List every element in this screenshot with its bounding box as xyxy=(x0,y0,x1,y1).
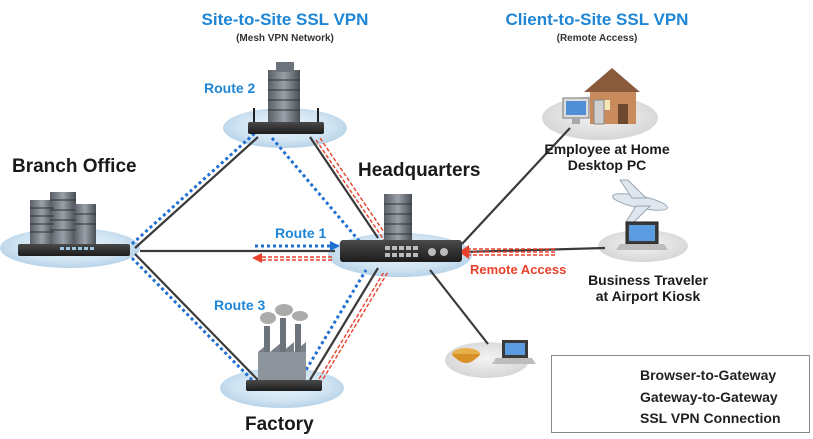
home-laptop-icon xyxy=(492,340,536,364)
browser-to-gateway-lines xyxy=(262,137,555,385)
traveler-label: Business Traveler at Airport Kiosk xyxy=(573,272,723,304)
route2-gateway-device xyxy=(248,122,324,134)
ssl-vpn-connection-lines xyxy=(134,127,606,381)
legend-label-browser: Browser-to-Gateway xyxy=(640,367,777,383)
site-to-site-subtitle: (Mesh VPN Network) xyxy=(236,33,334,44)
legend-item-gateway: Gateway-to-Gateway xyxy=(552,388,809,408)
gw-line-branch-factory xyxy=(130,256,257,385)
remote-access-label: Remote Access xyxy=(470,262,567,277)
route2-building xyxy=(268,62,300,126)
red-line-route2-hq-a xyxy=(315,139,385,241)
branch-office-buildings xyxy=(30,192,96,245)
legend-label-gateway: Gateway-to-Gateway xyxy=(640,389,778,405)
ssl-line-route2-hq xyxy=(309,136,379,239)
red-line-route2-hq-b xyxy=(319,137,389,239)
hq-device-ports xyxy=(385,246,448,257)
legend: Browser-to-Gateway Gateway-to-Gateway SS… xyxy=(551,355,810,433)
employee-label: Employee at Home Desktop PC xyxy=(527,141,687,173)
site-to-site-title: Site-to-Site SSL VPN xyxy=(201,10,369,29)
branch-device-ports xyxy=(60,247,94,250)
gw-line-route2-hq xyxy=(270,137,362,243)
employee-label-line1: Employee at Home xyxy=(544,141,670,157)
employee-label-line2: Desktop PC xyxy=(567,157,647,173)
factory-gateway-device xyxy=(246,380,322,391)
client-to-site-subtitle: (Remote Access) xyxy=(556,33,638,44)
route1-arrow-red xyxy=(252,253,262,263)
kiosk-laptop-icon xyxy=(616,221,668,250)
ssl-line-hq-laptop xyxy=(429,269,489,345)
traveler-label-line2: at Airport Kiosk xyxy=(595,288,701,304)
ssl-line-branch-route2 xyxy=(134,136,259,249)
factory-label: Factory xyxy=(245,414,314,435)
route-1-label: Route 1 xyxy=(275,225,327,241)
bowl-icon xyxy=(452,348,480,363)
red-line-factory-hq-b xyxy=(319,271,389,385)
route1-arrow-blue xyxy=(330,241,340,251)
branch-office-label: Branch Office xyxy=(12,156,137,177)
gateway-to-gateway-lines xyxy=(130,131,368,385)
traveler-label-line1: Business Traveler xyxy=(588,272,708,288)
legend-item-ssl: SSL VPN Connection xyxy=(552,409,809,429)
headquarters-label: Headquarters xyxy=(358,160,481,181)
desktop-pc-icon xyxy=(562,97,605,125)
red-line-factory-hq-a xyxy=(315,271,385,385)
airplane-icon xyxy=(612,179,668,223)
remote-access-arrow xyxy=(459,245,469,259)
ssl-line-hq-employee xyxy=(461,127,571,245)
legend-item-browser: Browser-to-Gateway xyxy=(552,366,809,386)
headquarters-gateway-device xyxy=(340,240,462,262)
gw-line-branch-route2 xyxy=(130,131,257,246)
headquarters-building xyxy=(384,194,412,244)
house-icon xyxy=(584,68,640,124)
route2-antennas xyxy=(253,108,319,122)
factory-building xyxy=(258,304,308,380)
ssl-line-factory-hq xyxy=(309,267,379,381)
ssl-line-branch-factory xyxy=(134,253,259,381)
client-to-site-title: Client-to-Site SSL VPN xyxy=(505,10,689,29)
route-3-label: Route 3 xyxy=(214,297,266,313)
legend-label-ssl: SSL VPN Connection xyxy=(640,410,781,426)
route-2-label: Route 2 xyxy=(204,80,256,96)
